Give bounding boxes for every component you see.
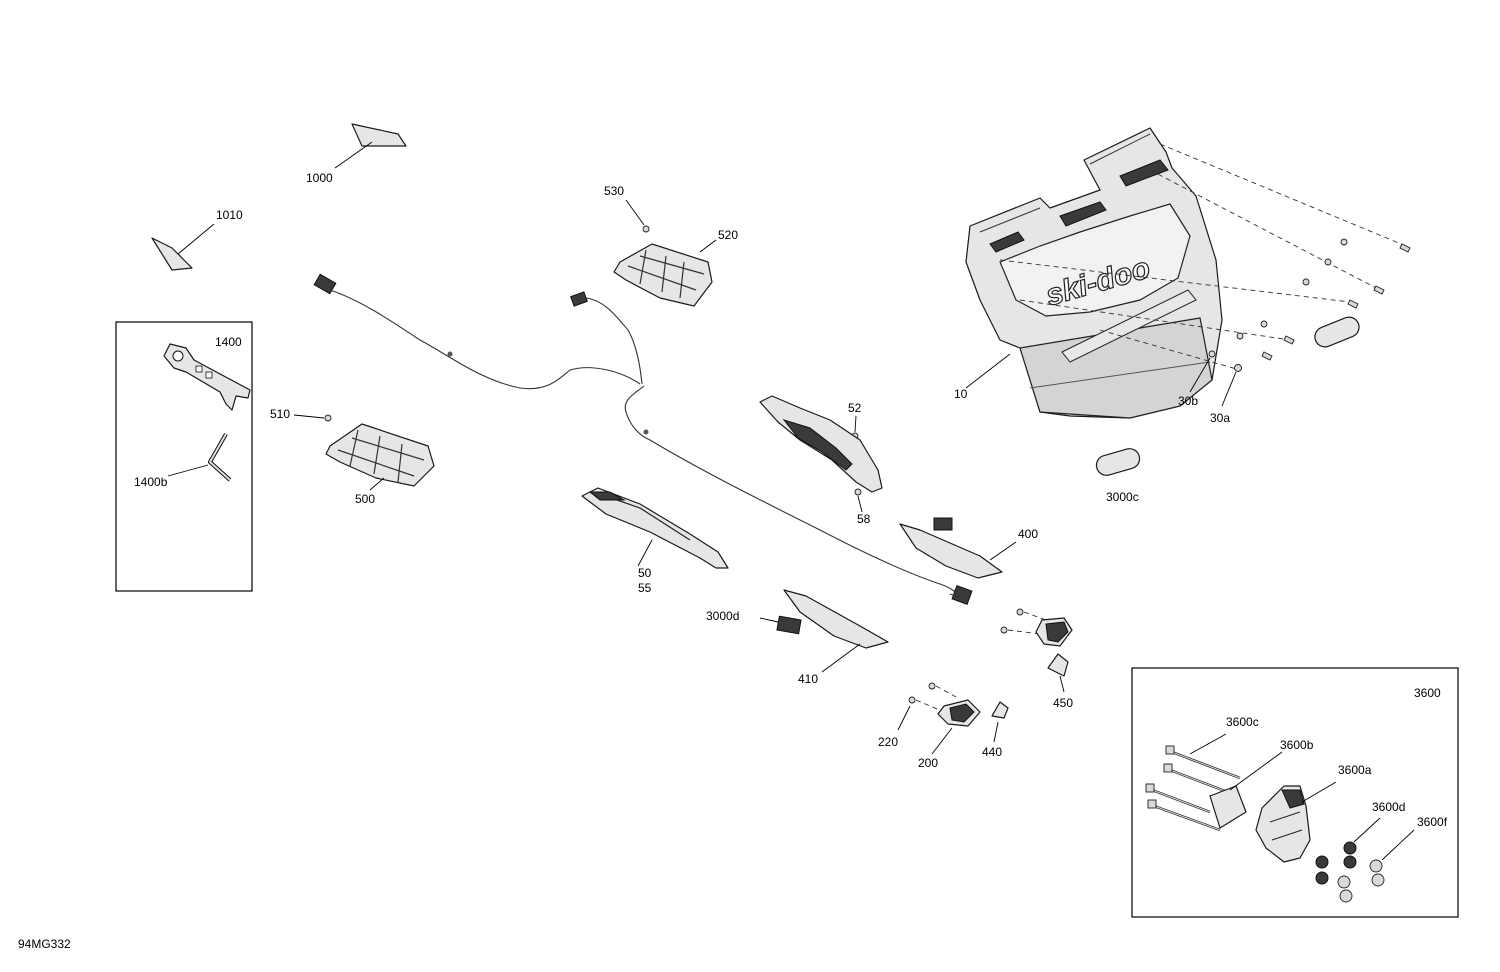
part-1400b-hex-key [208, 433, 232, 482]
callout-52: 52 [848, 401, 862, 415]
callout-30a: 30a [1210, 411, 1230, 425]
part-1010-decal: 1010 [151, 208, 243, 271]
callout-3000d: 3000d [706, 609, 739, 623]
callout-220: 220 [878, 735, 898, 749]
part-3600d-nuts [1315, 841, 1357, 885]
part-50-side-panel: 50 55 [581, 487, 729, 595]
callout-3000c: 3000c [1106, 490, 1139, 504]
tool-kit-box: 1400 1400b [115, 321, 253, 592]
callout-10: 10 [954, 387, 968, 401]
part-510-screw: 510 [270, 407, 332, 422]
part-3600a-hitch [1255, 785, 1311, 863]
callout-1400b: 1400b [134, 475, 168, 489]
callout-1000: 1000 [306, 171, 333, 185]
light-assembly-right: 450 [1000, 608, 1073, 710]
callout-55: 55 [638, 581, 652, 595]
part-3600b-plate [1209, 785, 1247, 829]
callout-3600a: 3600a [1338, 763, 1372, 777]
callout-450: 450 [1053, 696, 1073, 710]
part-58-screw: 58 [854, 488, 871, 526]
callout-3600f: 3600f [1417, 815, 1448, 829]
callout-3600: 3600 [1414, 686, 1441, 700]
bumper-hardware: 30b 30a [999, 143, 1411, 425]
hitch-kit-box: 3600 3600c 3600b 3600a [1131, 667, 1459, 918]
callout-500: 500 [355, 492, 375, 506]
callout-1010: 1010 [216, 208, 243, 222]
part-400-decal: 400 [899, 517, 1038, 579]
part-520-bracket: 520 [613, 228, 738, 307]
callout-400: 400 [1018, 527, 1038, 541]
callout-1400: 1400 [215, 335, 242, 349]
part-500-bracket: 500 [325, 423, 435, 506]
part-1000-decal: 1000 [306, 123, 407, 185]
callout-50: 50 [638, 566, 652, 580]
callout-410: 410 [798, 672, 818, 686]
part-10-rear-bumper: ski-doo 10 [954, 127, 1223, 419]
side-cover-right [759, 395, 883, 493]
part-410-decal: 410 [783, 589, 889, 686]
callout-58: 58 [857, 512, 871, 526]
light-assembly-left: 220 200 440 [878, 682, 1009, 770]
callout-3600d: 3600d [1372, 800, 1405, 814]
callout-30b: 30b [1178, 394, 1198, 408]
diagram-id: 94MG332 [18, 937, 71, 951]
callout-3600b: 3600b [1280, 738, 1314, 752]
part-1400-wrench [163, 343, 251, 411]
callout-520: 520 [718, 228, 738, 242]
wiring-harness [313, 273, 973, 605]
callout-530: 530 [604, 184, 624, 198]
callout-440: 440 [982, 745, 1002, 759]
part-3000d-decal: 3000d [706, 609, 802, 635]
callout-200: 200 [918, 756, 938, 770]
hitch-bolts [1145, 745, 1241, 832]
callout-510: 510 [270, 407, 290, 421]
callout-3600c: 3600c [1226, 715, 1259, 729]
part-3000c-reflector: 3000c [1095, 448, 1141, 504]
part-3600f-caps [1337, 859, 1385, 903]
part-530-screw: 530 [604, 184, 650, 233]
